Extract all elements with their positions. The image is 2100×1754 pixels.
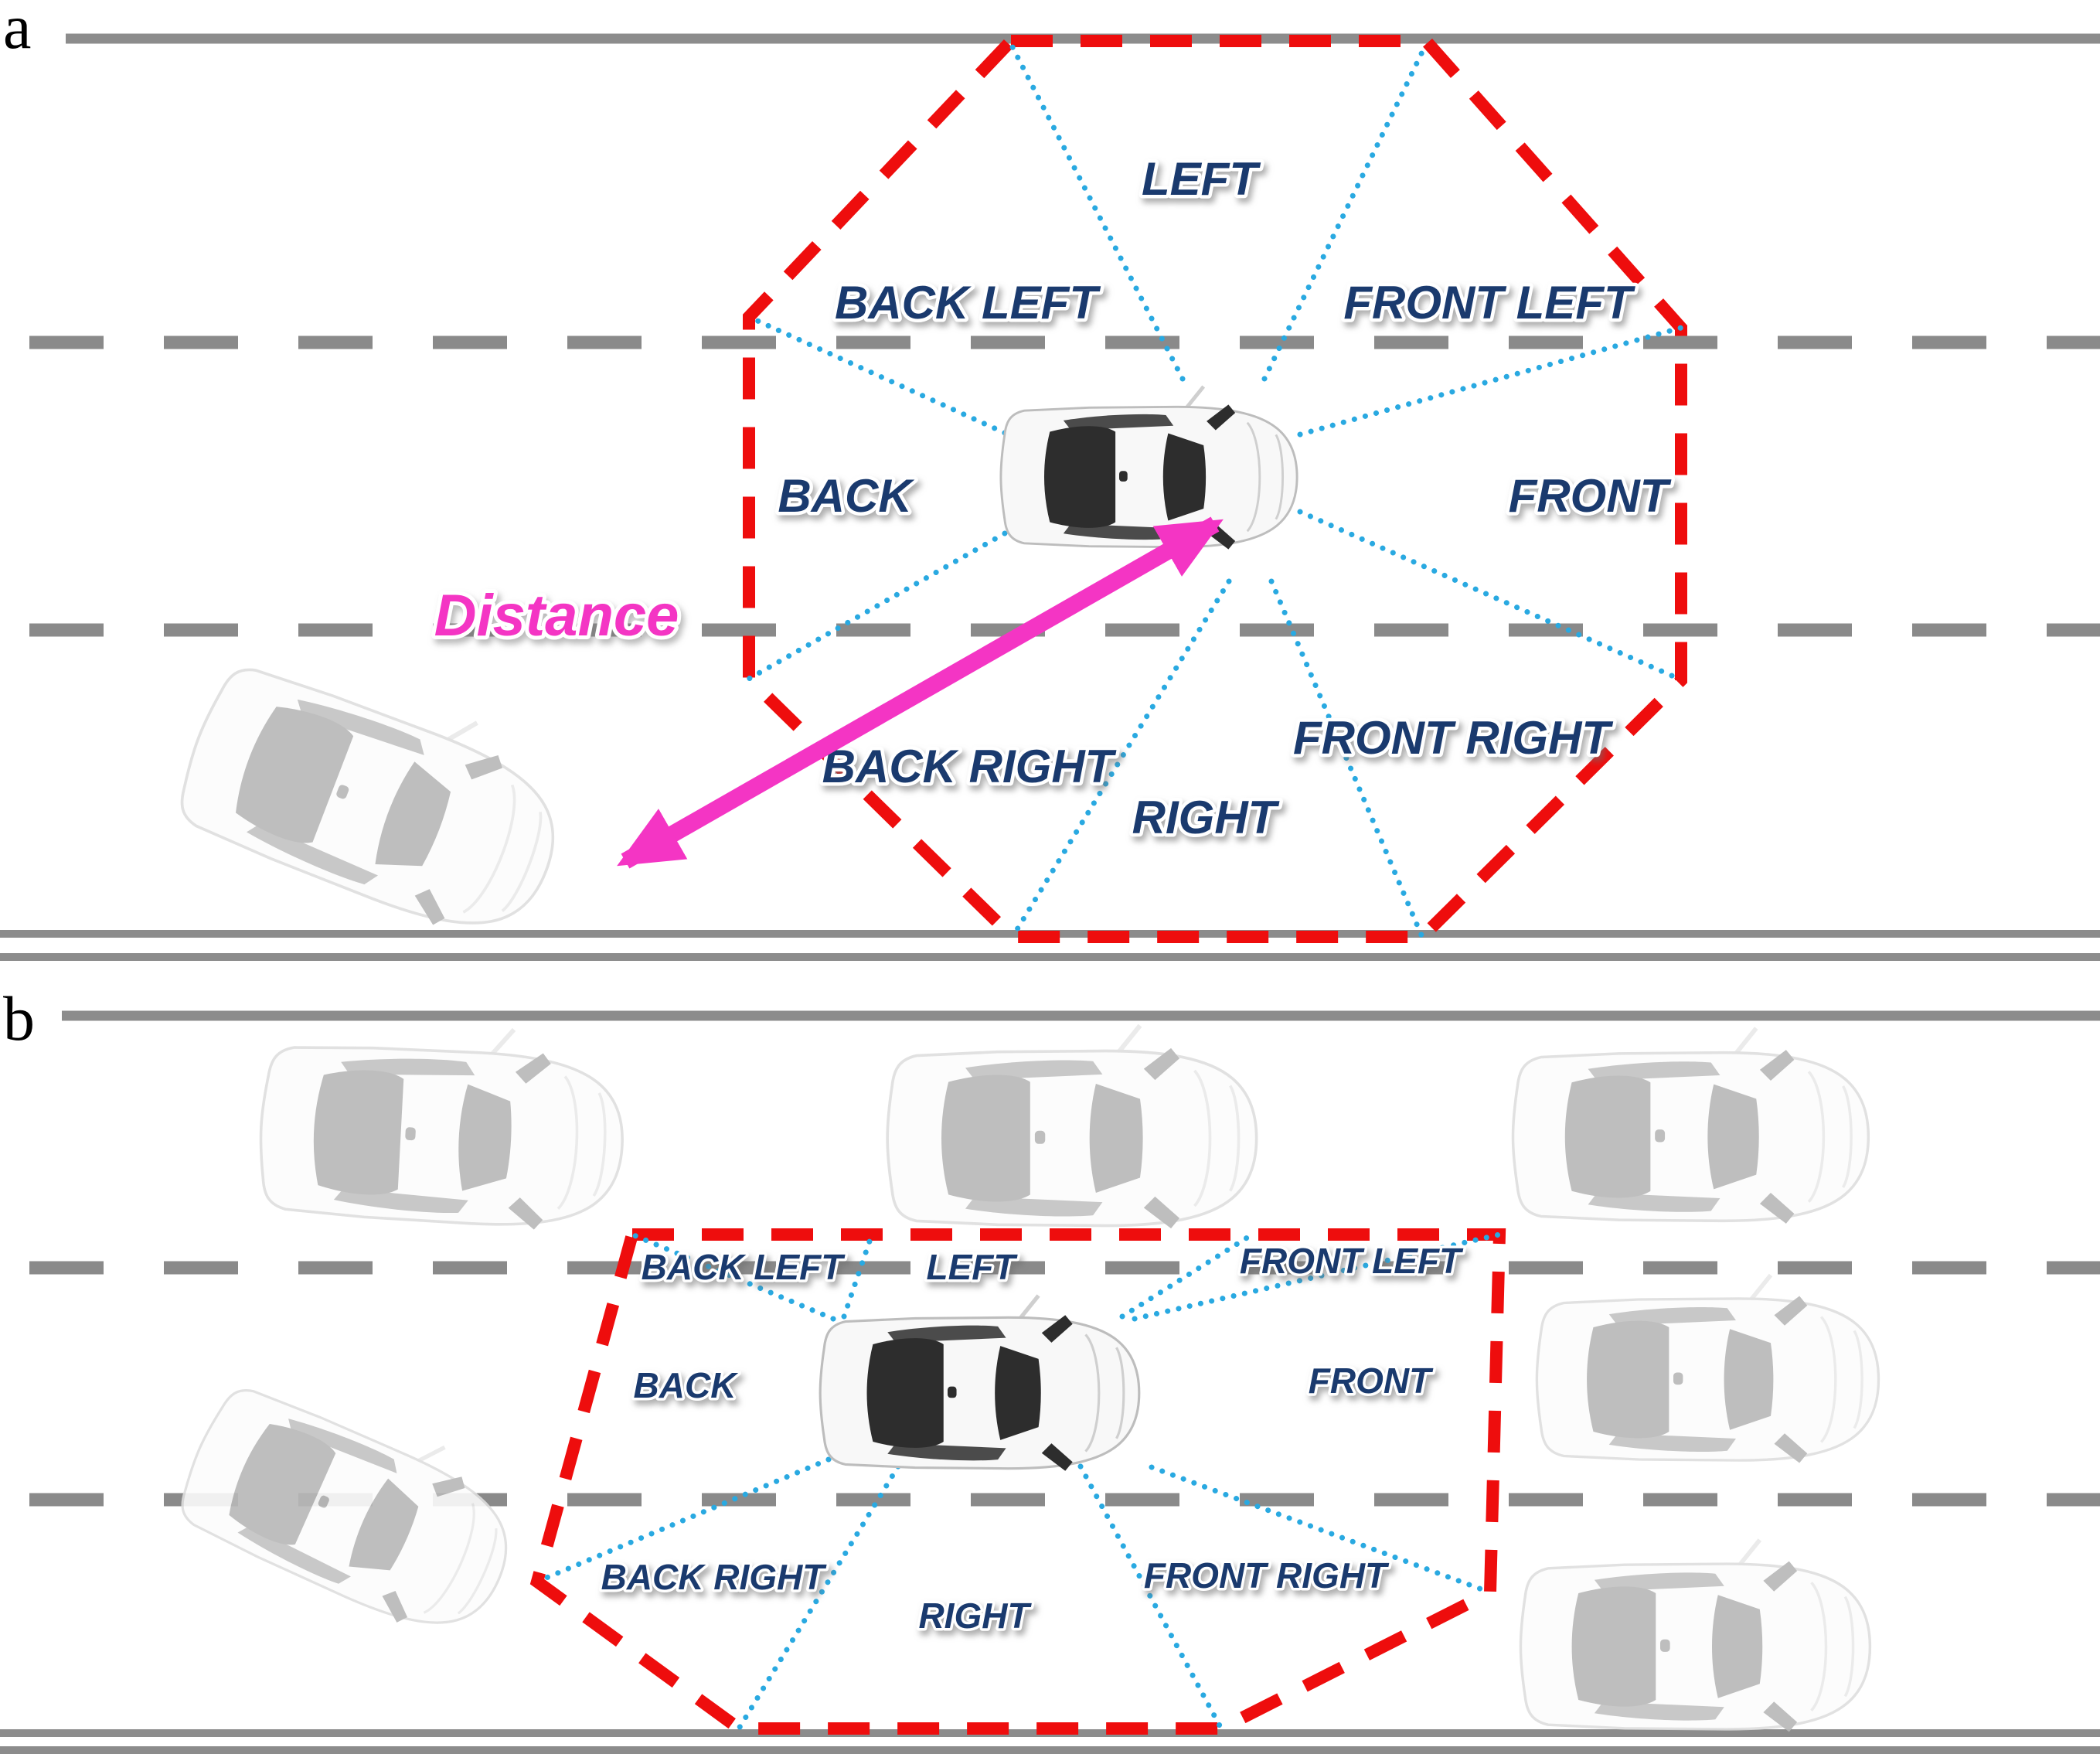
- zone-label-front-right-b: FRONT RIGHT: [1144, 1555, 1390, 1596]
- neighbor-vehicle-b-left: [168, 1357, 539, 1654]
- zone-boundary-octagon: [743, 35, 1687, 943]
- neighbor-vehicle-b-right: [1537, 1275, 1878, 1463]
- zone-label-front-a: FRONT: [1509, 470, 1672, 522]
- distance-label: Distance: [434, 583, 679, 649]
- zone-label-back-left-a: BACK LEFT: [835, 277, 1101, 329]
- zone-label-left-a: LEFT: [1142, 153, 1261, 205]
- ego-vehicle-a: [1001, 387, 1297, 550]
- zone-label-back-a: BACK: [778, 470, 914, 522]
- panel-a: a LEFT BACK LEFT FRONT LEFT: [0, 0, 2100, 961]
- zone-label-front-left-a: FRONT LEFT: [1343, 277, 1635, 329]
- ego-vehicle-b: [820, 1296, 1139, 1471]
- zone-label-right-b: RIGHT: [918, 1596, 1032, 1636]
- panel-b-letter: b: [3, 983, 35, 1054]
- panel-a-letter: a: [3, 0, 31, 62]
- neighbor-vehicle-b-top-center: [887, 1026, 1256, 1228]
- panel-b: b: [0, 983, 2100, 1754]
- zone-label-back-right-a: BACK RIGHT: [822, 741, 1117, 792]
- zone-label-back-right-b: BACK RIGHT: [601, 1557, 828, 1597]
- distance-arrow: [617, 516, 1224, 869]
- sector-rays-b: [534, 1231, 1503, 1732]
- zone-boundary-polygon: [529, 1228, 1506, 1735]
- neighbor-vehicle-b-bottom-right: [1520, 1540, 1870, 1732]
- zone-label-left-b: LEFT: [927, 1247, 1019, 1287]
- zone-label-front-b: FRONT: [1309, 1361, 1434, 1401]
- zone-label-back-b: BACK: [634, 1365, 739, 1405]
- neighbor-vehicle-b-top-left: [257, 1017, 628, 1234]
- neighbor-vehicle-b-top-right: [1513, 1028, 1869, 1224]
- zone-label-front-right-a: FRONT RIGHT: [1293, 712, 1613, 764]
- zone-label-back-left-b: BACK LEFT: [642, 1247, 846, 1287]
- zone-label-front-left-b: FRONT LEFT: [1240, 1241, 1464, 1281]
- zone-label-right-a: RIGHT: [1132, 792, 1280, 843]
- neighbor-vehicle-a: [166, 632, 587, 956]
